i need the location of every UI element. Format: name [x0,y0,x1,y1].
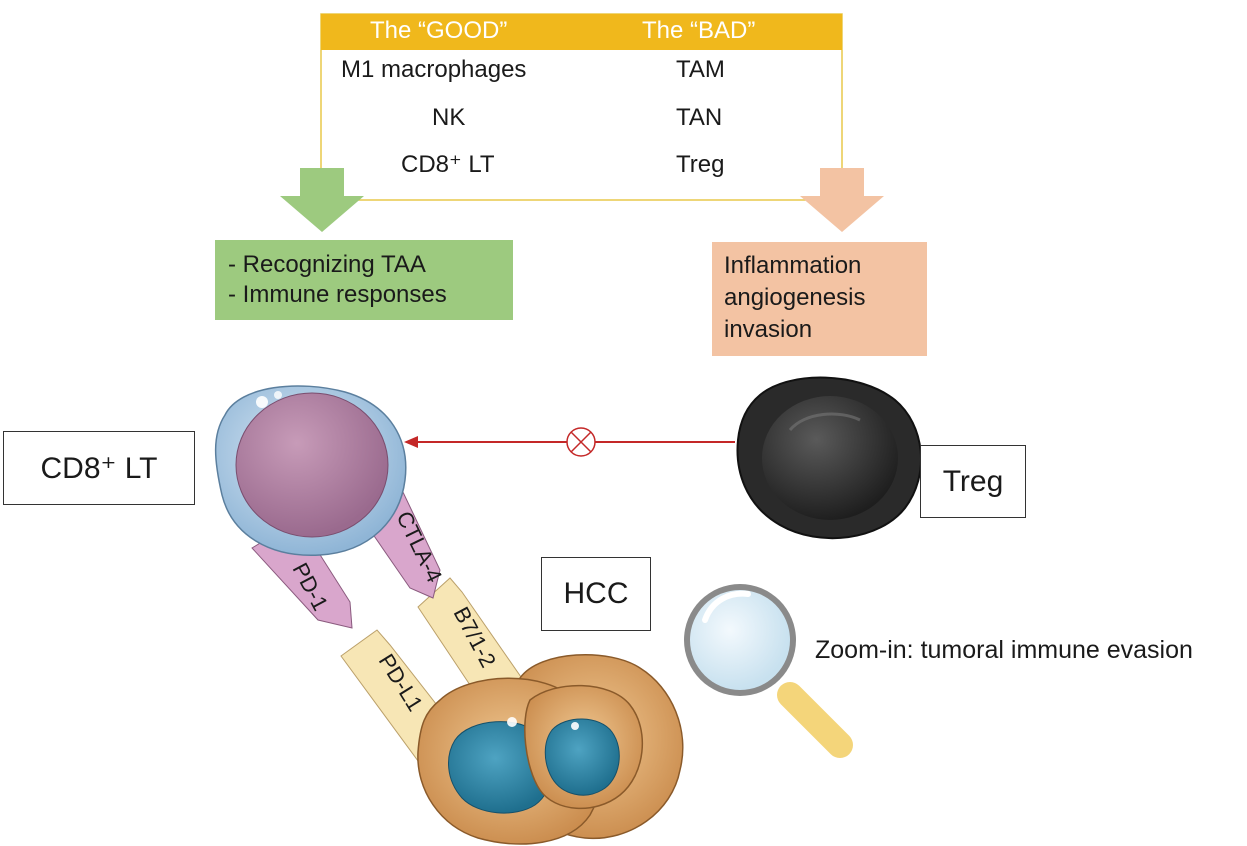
magnifier-icon [684,584,853,758]
cd8-label-box: CD8⁺ LT [3,431,195,505]
hcc-cells-icon [417,653,684,845]
inhibition-cross-icon [566,427,596,457]
good-item-cd8: CD8⁺ LT [401,151,495,178]
good-header: The “GOOD” [370,17,508,44]
inhibition-arrowhead [404,436,418,448]
treg-cell-icon [736,376,922,540]
good-item-m1: M1 macrophages [341,56,527,83]
bad-arrow [800,168,884,232]
bad-effect-invasion: invasion [724,316,813,343]
hcc-label-box: HCC [541,557,651,631]
bad-effect-inflammation: Inflammation [724,252,862,279]
bad-effect-angiogenesis: angiogenesis [724,284,866,311]
bad-effects-box: Inflammation angiogenesis invasion [712,242,927,356]
bad-header: The “BAD” [642,17,756,44]
treg-label-box: Treg [920,445,1026,518]
bad-item-tan: TAN [676,104,723,131]
zoom-label: Zoom-in: tumoral immune evasion [815,636,1193,664]
cd8-t-cell-icon [214,385,407,556]
good-effects-box: - Recognizing TAA - Immune responses [215,240,513,320]
bad-item-tam: TAM [676,56,725,83]
bad-item-treg: Treg [676,151,725,178]
good-arrow [280,168,364,232]
table-header-bar [321,14,842,50]
good-item-nk: NK [432,104,466,131]
good-effect-taa: - Recognizing TAA [228,251,426,278]
hcc-label: HCC [563,577,629,610]
treg-label: Treg [942,464,1004,498]
good-effect-immune: - Immune responses [228,281,447,308]
cd8-label: CD8⁺ LT [40,451,158,485]
